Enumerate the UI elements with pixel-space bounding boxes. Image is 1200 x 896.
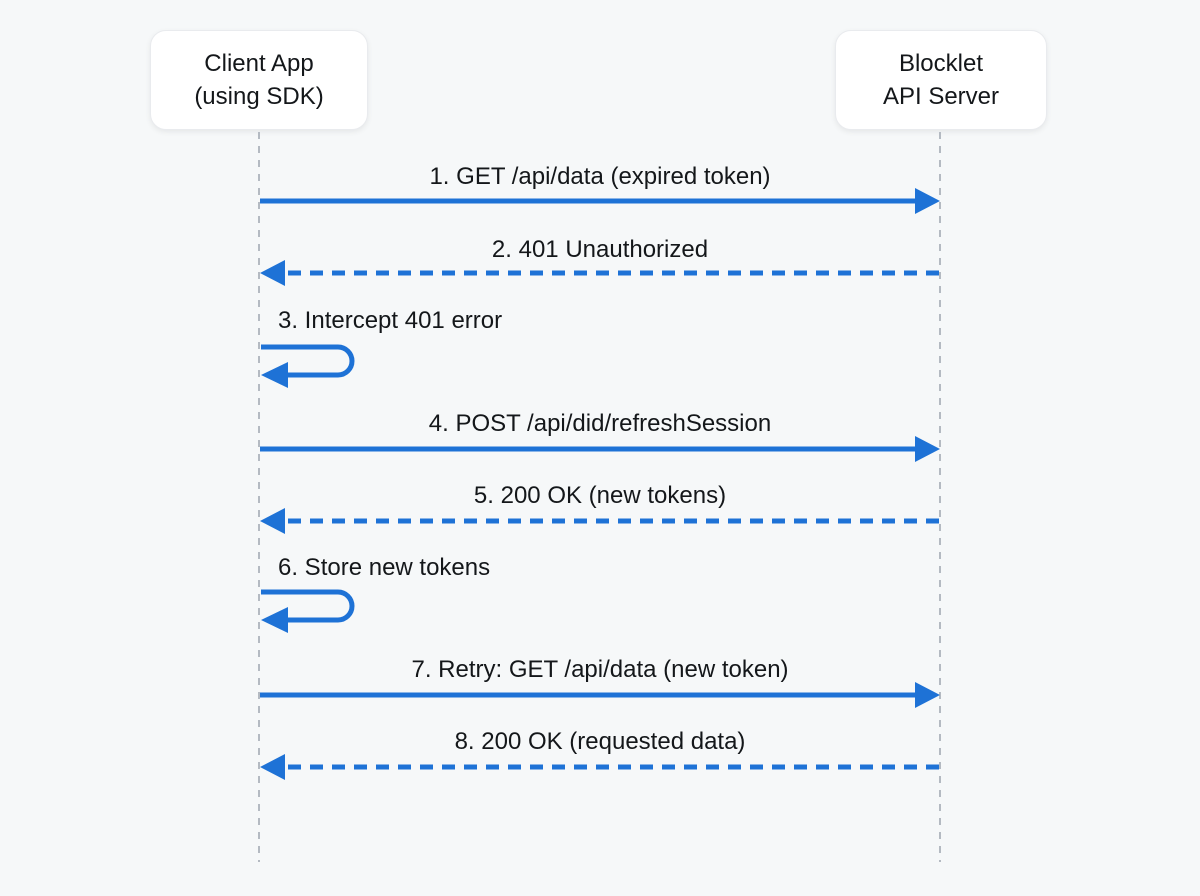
message-2-label: 2. 401 Unauthorized: [491, 236, 709, 263]
message-3-self-loop-arrow: [261, 344, 355, 388]
message-7-arrow: [260, 682, 940, 708]
message-1-arrow: [260, 188, 940, 214]
actor-box-api-server: Blocklet API Server: [835, 30, 1047, 130]
actor-box-client-app: Client App (using SDK): [150, 30, 368, 130]
message-5-label: 5. 200 OK (new tokens): [473, 482, 727, 509]
message-5-arrow: [260, 508, 939, 534]
message-3-label: 3. Intercept 401 error: [278, 307, 503, 334]
message-7-label: 7. Retry: GET /api/data (new token): [411, 656, 789, 683]
message-6-self-loop-arrow: [261, 589, 355, 633]
message-8-label: 8. 200 OK (requested data): [454, 728, 746, 755]
message-4-arrow: [260, 436, 940, 462]
actor-server-label-line1: Blocklet: [898, 50, 984, 77]
message-4-label: 4. POST /api/did/refreshSession: [428, 410, 772, 437]
message-1-label: 1. GET /api/data (expired token): [429, 163, 771, 190]
message-2-arrow: [260, 260, 939, 286]
actor-server-label-line2: API Server: [882, 83, 1000, 110]
message-6-label: 6. Store new tokens: [278, 554, 491, 581]
actor-client-label-line2: (using SDK): [194, 83, 324, 110]
message-8-arrow: [260, 754, 939, 780]
actor-client-label-line1: Client App: [204, 50, 314, 77]
